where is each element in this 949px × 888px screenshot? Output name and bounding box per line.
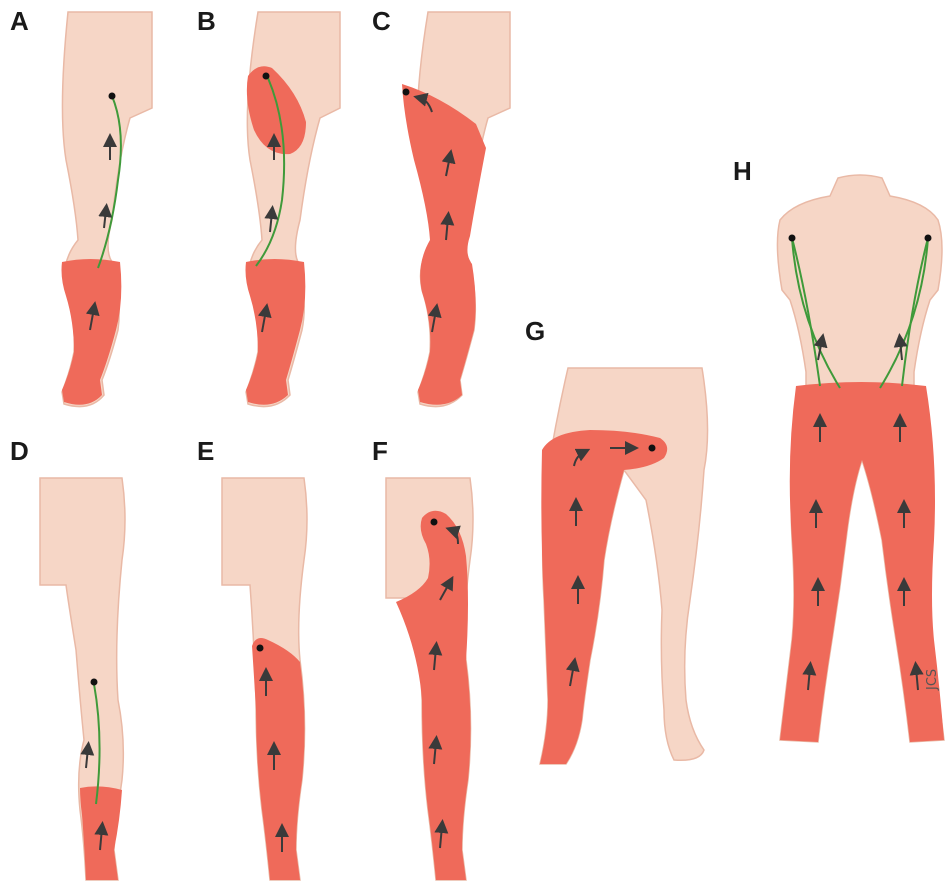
lymph-node-f — [431, 519, 438, 526]
panel-label-a: A — [10, 6, 29, 36]
lymph-node-g — [649, 445, 656, 452]
panel-label-f: F — [372, 436, 388, 466]
panel-label-c: C — [372, 6, 391, 36]
panel-label-b: B — [197, 6, 216, 36]
panel-b: B — [197, 6, 340, 407]
panel-g: G — [525, 316, 708, 764]
panel-c: C — [372, 6, 510, 407]
panel-label-g: G — [525, 316, 545, 346]
lymph-node-e — [257, 645, 264, 652]
lymph-region-a — [62, 259, 122, 405]
artist-signature: JCS — [925, 669, 940, 691]
panel-label-h: H — [733, 156, 752, 186]
panel-f: F — [372, 436, 473, 880]
lymph-node-h-right — [925, 235, 932, 242]
panel-d: D — [10, 436, 125, 880]
panel-a: A — [10, 6, 152, 407]
lymph-node-d — [91, 679, 98, 686]
lymph-region-h — [780, 382, 944, 742]
panel-h: H JCS — [733, 156, 944, 742]
panel-e: E — [197, 436, 307, 880]
panel-label-e: E — [197, 436, 214, 466]
lymph-node-h-left — [789, 235, 796, 242]
lymph-region-c — [402, 84, 486, 405]
panel-label-d: D — [10, 436, 29, 466]
lymph-node-b — [263, 73, 270, 80]
lymph-node-c — [403, 89, 410, 96]
lymph-node-a — [109, 93, 116, 100]
